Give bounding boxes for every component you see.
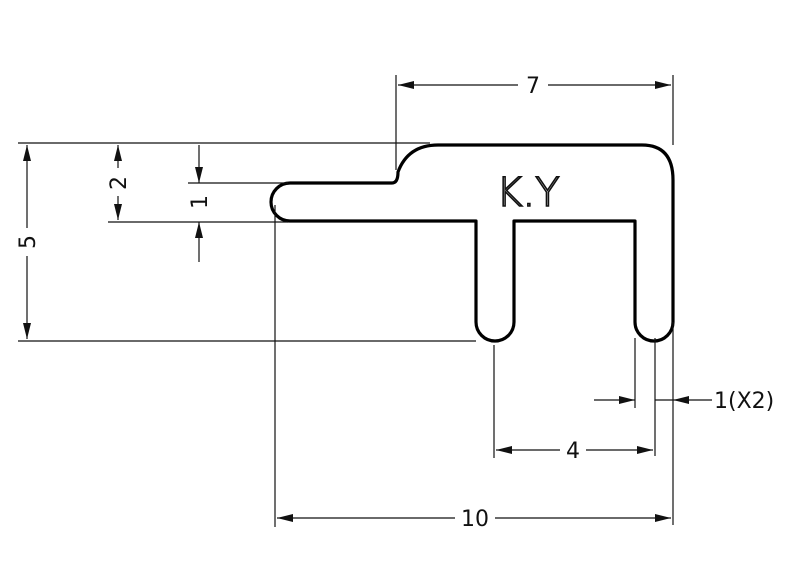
stamp-text: K.Y: [496, 170, 559, 216]
arrow-wall-left: [619, 396, 635, 404]
dim-label-1: 1: [188, 195, 213, 209]
arrow-wall-right: [673, 396, 689, 404]
arrow-7-left: [398, 81, 414, 89]
arrow-4-left: [496, 446, 512, 454]
arrow-5-top: [23, 145, 31, 161]
arrow-5-bottom: [23, 323, 31, 339]
arrow-2-top: [114, 145, 122, 161]
arrow-1-top: [195, 167, 203, 183]
arrow-4-right: [637, 446, 653, 454]
arrow-2-bottom: [114, 204, 122, 220]
dim-label-4: 4: [566, 439, 580, 464]
dim-label-7: 7: [526, 74, 540, 99]
arrow-1-bottom: [195, 222, 203, 238]
arrow-7-right: [655, 81, 671, 89]
dim-label-wall: 1(X2): [714, 389, 774, 414]
profile-outline: [269, 143, 675, 343]
dim-label-2: 2: [107, 176, 132, 190]
dim-label-5: 5: [16, 235, 41, 249]
arrow-10-right: [655, 514, 671, 522]
dim-label-10: 10: [461, 507, 489, 532]
arrow-10-left: [277, 514, 293, 522]
